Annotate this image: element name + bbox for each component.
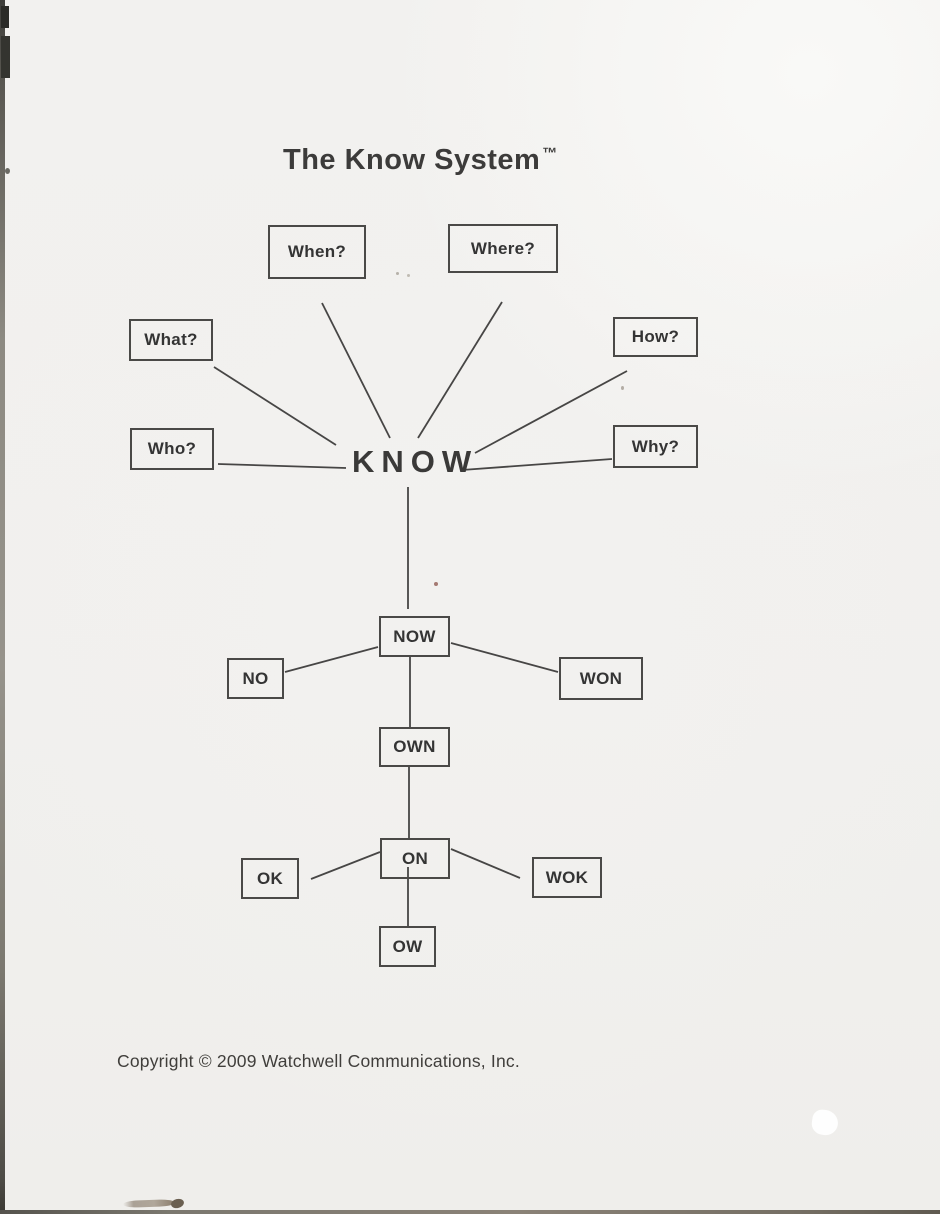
node-label-wok: WOK bbox=[545, 867, 589, 887]
node-on: ON bbox=[380, 838, 450, 879]
node-label-when: When? bbox=[287, 242, 347, 261]
edge-now-no bbox=[284, 646, 379, 673]
node-label-how: How? bbox=[631, 327, 680, 346]
node-label-now: NOW bbox=[393, 626, 436, 646]
scan-dot-2 bbox=[407, 274, 410, 277]
node-label-ok: OK bbox=[256, 868, 284, 888]
node-label-own: OWN bbox=[393, 737, 436, 756]
node-how: How? bbox=[613, 317, 698, 357]
node-label-on: ON bbox=[401, 848, 429, 868]
node-label-ow: OW bbox=[392, 936, 423, 956]
node-label-who: Who? bbox=[147, 439, 197, 458]
trademark-symbol: ™ bbox=[542, 145, 558, 162]
node-where: Where? bbox=[448, 224, 558, 273]
edge-who-know bbox=[217, 463, 347, 469]
page-title-text: The Know System bbox=[283, 144, 541, 176]
node-ok: OK bbox=[241, 858, 299, 899]
node-now: NOW bbox=[379, 616, 450, 657]
scan-fleck-left bbox=[5, 168, 10, 174]
node-label-where: Where? bbox=[470, 238, 536, 258]
node-ow: OW bbox=[379, 926, 436, 967]
scanner-edge-bottom bbox=[0, 1210, 940, 1214]
node-why: Why? bbox=[613, 425, 698, 468]
edge-on-wok bbox=[450, 848, 521, 879]
scan-dot-4 bbox=[621, 386, 624, 390]
node-own: OWN bbox=[379, 727, 450, 767]
edge-why-know bbox=[461, 458, 613, 471]
scan-dot-3 bbox=[434, 582, 438, 586]
scanner-edge-left bbox=[0, 0, 5, 1214]
node-won: WON bbox=[559, 657, 643, 700]
scan-dot-1 bbox=[396, 272, 399, 275]
node-label-no: NO bbox=[242, 668, 269, 688]
node-when: When? bbox=[268, 225, 366, 279]
edge-how-know bbox=[474, 370, 628, 454]
edge-on-ok bbox=[310, 851, 381, 880]
edge-what-know bbox=[213, 366, 337, 446]
node-wok: WOK bbox=[532, 857, 602, 898]
copyright-line: Copyright © 2009 Watchwell Communication… bbox=[117, 1051, 520, 1071]
node-no: NO bbox=[227, 658, 284, 699]
node-who: Who? bbox=[130, 428, 214, 470]
node-label-won: WON bbox=[579, 668, 623, 688]
edge-when-know bbox=[321, 302, 391, 439]
node-label-what: What? bbox=[144, 330, 198, 349]
scan-smudge-top-left-2 bbox=[1, 36, 10, 78]
node-what: What? bbox=[129, 319, 213, 361]
scan-smudge-top-left-1 bbox=[1, 6, 9, 28]
edge-where-know bbox=[417, 301, 503, 439]
know-center-label: KNOW bbox=[352, 444, 479, 479]
edge-now-won bbox=[450, 642, 559, 673]
node-label-why: Why? bbox=[631, 436, 680, 456]
